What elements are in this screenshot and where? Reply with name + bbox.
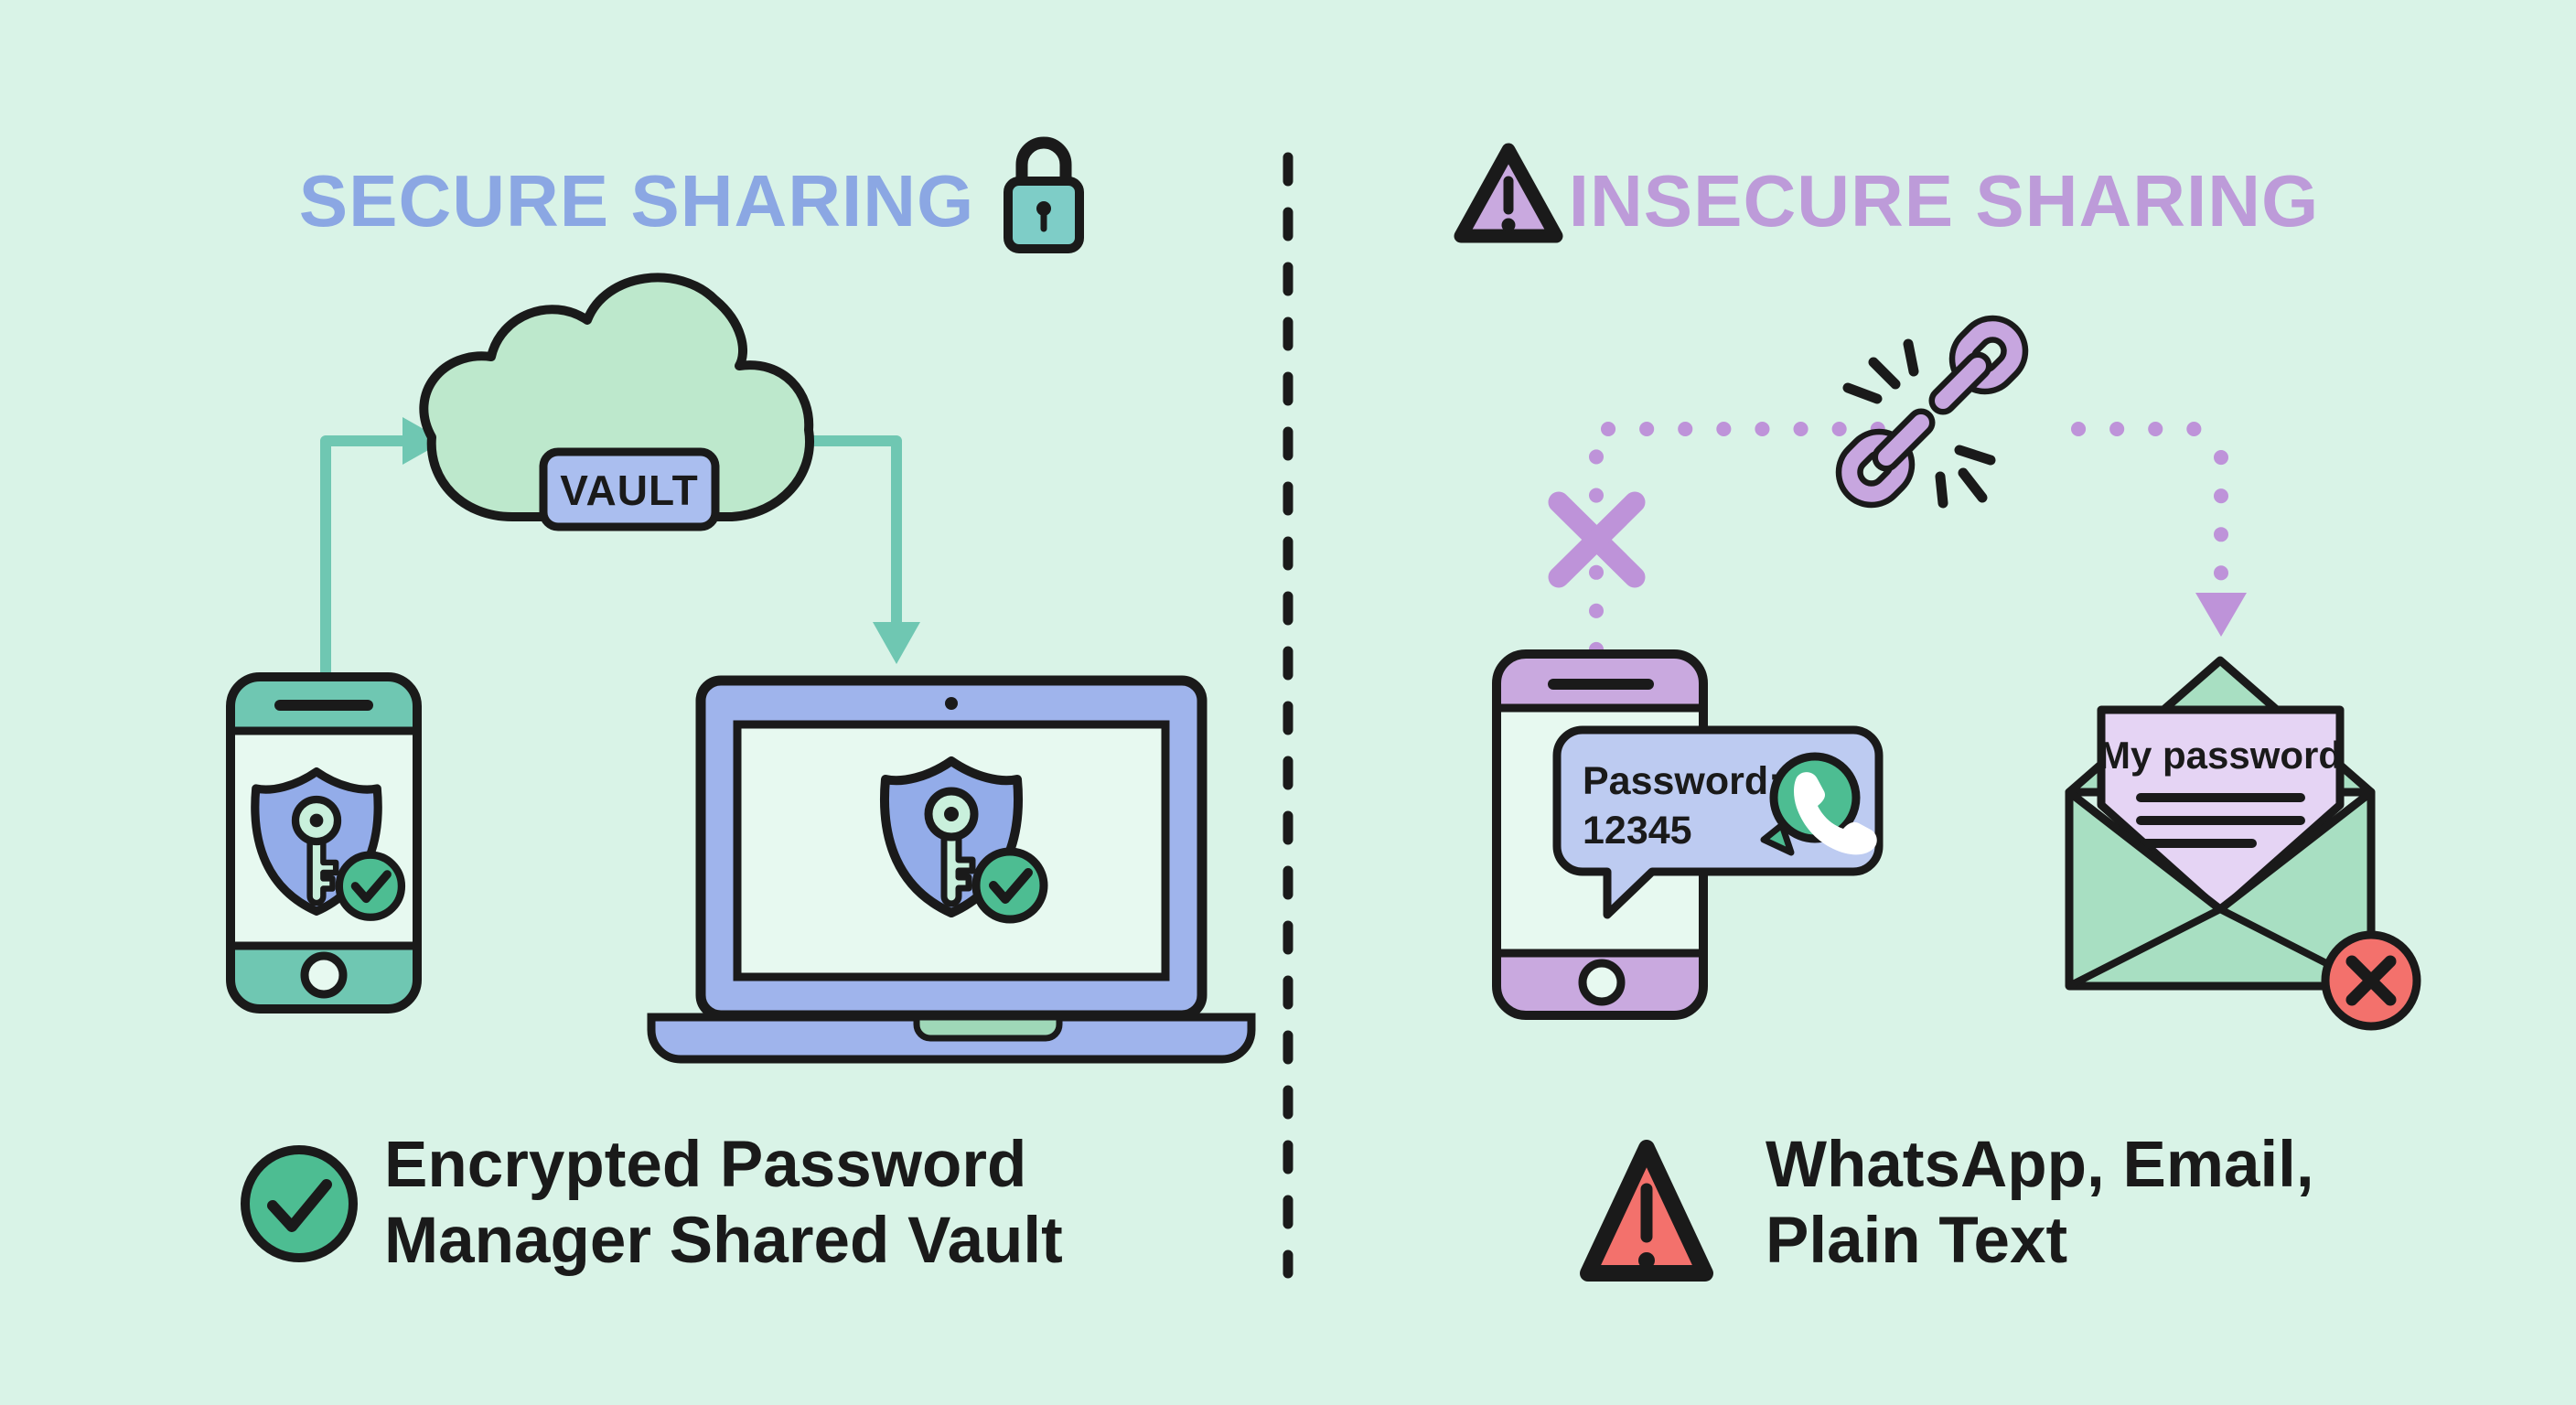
secure-caption: Encrypted Password Manager Shared Vault [241, 1129, 1063, 1277]
secure-laptop [647, 675, 1256, 1064]
password-letter: My password [2097, 705, 2345, 916]
arrow-phone-to-cloud [320, 417, 445, 674]
laptop-camera [945, 697, 958, 710]
warning-triangle-icon [1454, 143, 1563, 243]
secure-title: SECURE SHARING [299, 160, 975, 241]
stub-band [1935, 358, 1986, 409]
dotted-route-right [2071, 422, 2247, 637]
insecure-panel: INSECURE SHARING [1454, 143, 2421, 1282]
warning-exclamation-dot [1501, 218, 1516, 232]
chain-stub-lower [1872, 408, 1936, 472]
spark [1868, 357, 1901, 390]
break-sparks [1842, 338, 1996, 509]
arrow-line [320, 435, 402, 674]
letter-title: My password [2098, 734, 2342, 777]
padlock-shackle [1015, 136, 1072, 189]
error-circle-icon [2321, 930, 2421, 1031]
spark [1935, 471, 1948, 509]
vault-label: VAULT [560, 467, 699, 514]
whatsapp-tail [1760, 821, 1795, 856]
spark [1954, 445, 1996, 466]
whatsapp-handset [1794, 772, 1877, 855]
password-message-bubble: Password: 12345 [1552, 725, 1884, 919]
broken-chain-icon [1835, 315, 2029, 509]
cloud-vault: VAULT [419, 273, 815, 531]
padlock-icon [1004, 136, 1084, 253]
arrow-cloud-to-laptop [789, 435, 920, 664]
message-line1: Password: [1583, 759, 1781, 803]
x-mark-icon [1548, 491, 1646, 588]
phone-outline [226, 672, 422, 1014]
spark [1958, 467, 1988, 503]
insecure-caption: WhatsApp, Email, Plain Text [1580, 1129, 2314, 1282]
x-stroke [1548, 491, 1646, 588]
arrow-line [789, 435, 902, 622]
error-x-stroke [2345, 955, 2397, 1006]
insecure-caption-line1: WhatsApp, Email, [1766, 1129, 2314, 1201]
chain-stub-upper [1928, 351, 1992, 415]
secure-caption-line2: Manager Shared Vault [384, 1205, 1063, 1277]
insecure-phone: Password: 12345 [1492, 649, 1884, 1020]
whatsapp-icon [1760, 752, 1877, 856]
laptop-notch [913, 1014, 1063, 1042]
arrow-head [873, 622, 920, 664]
phone-home-button [1578, 959, 1626, 1006]
envelope-pocket [2065, 788, 2376, 991]
alert-triangle-icon [1580, 1140, 1713, 1282]
alert-exclamation-dot [1638, 1252, 1655, 1269]
envelope-crease [2067, 906, 2222, 990]
secure-caption-line1: Encrypted Password [384, 1129, 1026, 1201]
secure-phone [226, 672, 422, 1014]
insecure-title: INSECURE SHARING [1569, 160, 2320, 241]
stub-band [1878, 414, 1929, 466]
dotted-arrow-head [2195, 593, 2247, 637]
check-mark [267, 1179, 332, 1232]
insecure-caption-line2: Plain Text [1766, 1205, 2067, 1277]
spark [1903, 338, 1919, 377]
arrow-head [402, 417, 445, 465]
secure-panel: SECURE SHARING VAULT [226, 136, 1256, 1277]
check-circle-icon [241, 1145, 358, 1262]
phone-home-button [300, 951, 348, 999]
message-line2: 12345 [1583, 809, 1692, 853]
vault-badge [539, 447, 720, 531]
insecure-email: My password [2065, 656, 2421, 1031]
padlock-keyhole [1036, 201, 1051, 216]
dotted-route-left [1548, 422, 1897, 657]
spark [1842, 382, 1883, 404]
